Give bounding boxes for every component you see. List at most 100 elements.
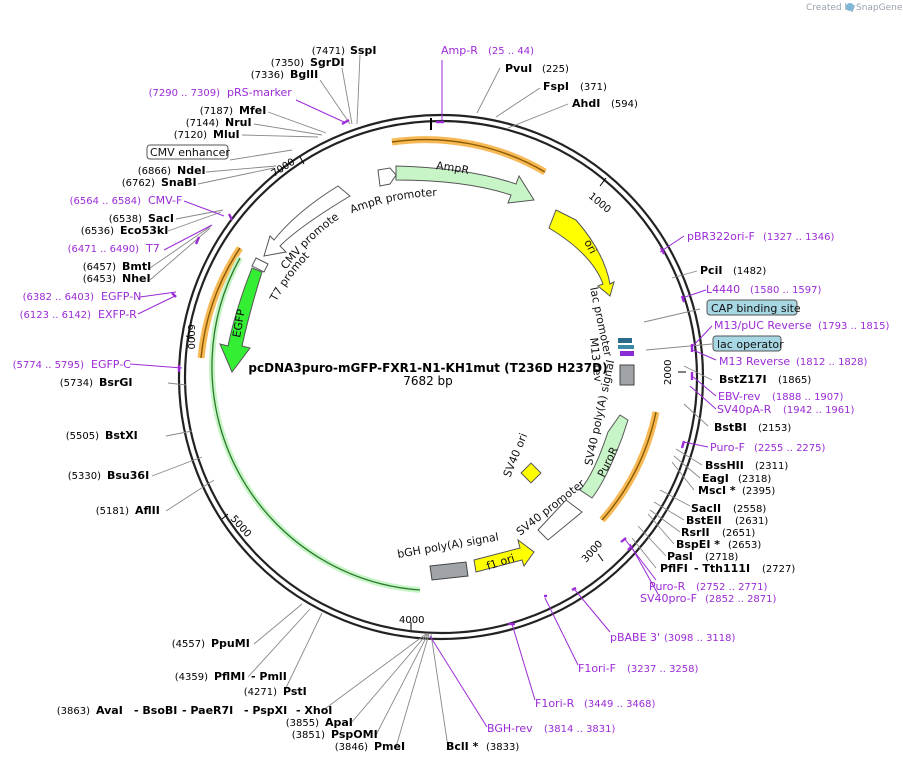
- t7-promoter-arrow[interactable]: [251, 257, 269, 273]
- enzyme-name: RsrII: [681, 526, 710, 539]
- enzyme-pos: (2395): [742, 486, 775, 497]
- primer-name: pBR322ori-F: [687, 230, 755, 243]
- ampr-promoter-arrow[interactable]: [377, 167, 397, 187]
- enzyme-name: PasI: [667, 550, 693, 563]
- enzyme-name: PflMI: [214, 670, 245, 683]
- cap-binding-site-label: CAP binding site: [711, 302, 801, 315]
- orf-line-ampr: [391, 138, 546, 173]
- primer-range: (2255 .. 2275): [754, 443, 826, 454]
- enzyme-pos: (1865): [778, 375, 811, 386]
- tick-label: 3000: [580, 539, 605, 565]
- enzyme-name: MscI *: [698, 484, 736, 497]
- tick-mark: [597, 553, 604, 562]
- sv40-polya-box[interactable]: [619, 364, 635, 386]
- primer-range: (1942 .. 1961): [783, 405, 855, 416]
- ampr-feature-arrow[interactable]: [395, 165, 535, 204]
- primer-range: (2852 .. 2871): [705, 594, 777, 605]
- enzyme-name: NdeI: [177, 164, 206, 177]
- enzyme-name: MluI: [213, 128, 240, 141]
- primer-range: (3814 .. 3831): [544, 724, 616, 735]
- primer-range: (3098 .. 3118): [664, 633, 736, 644]
- enzyme-name: AhdI: [572, 97, 600, 110]
- primer-name: CMV-F: [148, 194, 182, 207]
- primer-range: (6382 .. 6403): [23, 292, 95, 303]
- enzyme-pos: (6762): [122, 178, 155, 189]
- enzyme-name: BspEI *: [676, 538, 720, 551]
- primer-name: BGH-rev: [487, 722, 533, 735]
- enzyme-name: BstEII: [686, 514, 722, 527]
- credit-text: Created by: [806, 3, 856, 13]
- tick-mark: [221, 513, 229, 520]
- enzyme-pos: (2311): [755, 461, 788, 472]
- primer-name: M13/pUC Reverse: [714, 319, 812, 332]
- primer-range: (2752 .. 2771): [696, 582, 768, 593]
- sv40-promoter-arrow[interactable]: [537, 499, 583, 541]
- tick-mark: [599, 177, 607, 187]
- orf-line-puror: [601, 411, 657, 521]
- enzyme-pos: (5330): [68, 471, 101, 482]
- m13-rev-label: M13 rev: [587, 337, 605, 383]
- tick-label: 1000: [586, 191, 613, 216]
- primer-name: F1ori-F: [578, 662, 616, 675]
- cap-site-mark: [618, 338, 632, 343]
- primer-name: Puro-F: [710, 441, 745, 454]
- egfp-fusion-line: [211, 257, 421, 591]
- puror-feature-arrow[interactable]: [579, 414, 629, 499]
- enzyme-name: PmeI: [374, 740, 405, 753]
- enzyme-name: SgrDI: [310, 56, 344, 69]
- bgh-polya-box[interactable]: [429, 561, 469, 581]
- enzyme-name: ApaI: [325, 716, 353, 729]
- egfp-feature-arrow[interactable]: [219, 267, 263, 373]
- enzyme-pos: (7187): [200, 106, 233, 117]
- primer-range: (7290 .. 7309): [149, 88, 221, 99]
- cmv-enhancer-box[interactable]: [146, 144, 229, 160]
- enzyme-pos: (3846): [335, 742, 368, 753]
- enzyme-name: BstBI: [714, 421, 747, 434]
- enzyme-name: FspI: [543, 80, 569, 93]
- f1-ori-arrow[interactable]: [473, 538, 535, 573]
- enzyme-name: PspOMI: [331, 728, 378, 741]
- enzyme-pos: (6538): [109, 214, 142, 225]
- tick-label: 2000: [663, 360, 674, 385]
- enzyme-pos: (2318): [738, 474, 771, 485]
- cmv-promoter-arrow[interactable]: [263, 185, 351, 257]
- primer-name: L4440: [706, 283, 740, 296]
- primer-range: (3449 .. 3468): [584, 699, 656, 710]
- leader-lines: [149, 54, 713, 748]
- enzyme-name: SspI: [350, 44, 376, 57]
- enzyme-pos: (2727): [762, 564, 795, 575]
- enzyme-pos: (1482): [733, 266, 766, 277]
- primer-name: EGFP-N: [101, 290, 141, 303]
- ori-feature-arrow[interactable]: [548, 209, 615, 297]
- primer-range: (1327 .. 1346): [763, 232, 835, 243]
- enzyme-name: - PaeR7I: [182, 704, 233, 717]
- primer-range: (5774 .. 5795): [13, 360, 85, 371]
- enzyme-pos: (2631): [735, 516, 768, 527]
- enzyme-pos: (2651): [722, 528, 755, 539]
- sv40-ori-box[interactable]: [520, 462, 542, 484]
- enzyme-pos: (4271): [244, 687, 277, 698]
- enzyme-name: BstXI: [105, 429, 138, 442]
- cap-binding-site-box[interactable]: [706, 299, 798, 316]
- enzyme-pos: (5181): [96, 506, 129, 517]
- primer-name: SV40pro-F: [640, 592, 697, 605]
- lac-operator-mark: [618, 345, 634, 349]
- cmv-enhancer-label: CMV enhancer: [150, 146, 230, 159]
- enzyme-name: PciI: [700, 264, 722, 277]
- enzyme-pos: (6457): [83, 262, 116, 273]
- enzyme-pos: (5505): [66, 431, 99, 442]
- enzyme-name: MfeI: [239, 104, 266, 117]
- enzyme-name: PpuMI: [211, 637, 250, 650]
- enzyme-name: SnaBI: [161, 176, 197, 189]
- enzyme-name: BmtI: [122, 260, 151, 273]
- enzyme-name: Eco53kI: [120, 224, 168, 237]
- enzyme-pos: (2153): [758, 423, 791, 434]
- enzyme-name: NheI: [122, 272, 151, 285]
- enzyme-pos: (225): [542, 64, 569, 75]
- primer-range: (1793 .. 1815): [818, 321, 890, 332]
- enzyme-pos: (2558): [733, 504, 766, 515]
- lac-operator-box[interactable]: [712, 335, 782, 352]
- lac-operator-label: lac operator: [717, 338, 784, 351]
- primer-range: (6123 .. 6142): [20, 310, 92, 321]
